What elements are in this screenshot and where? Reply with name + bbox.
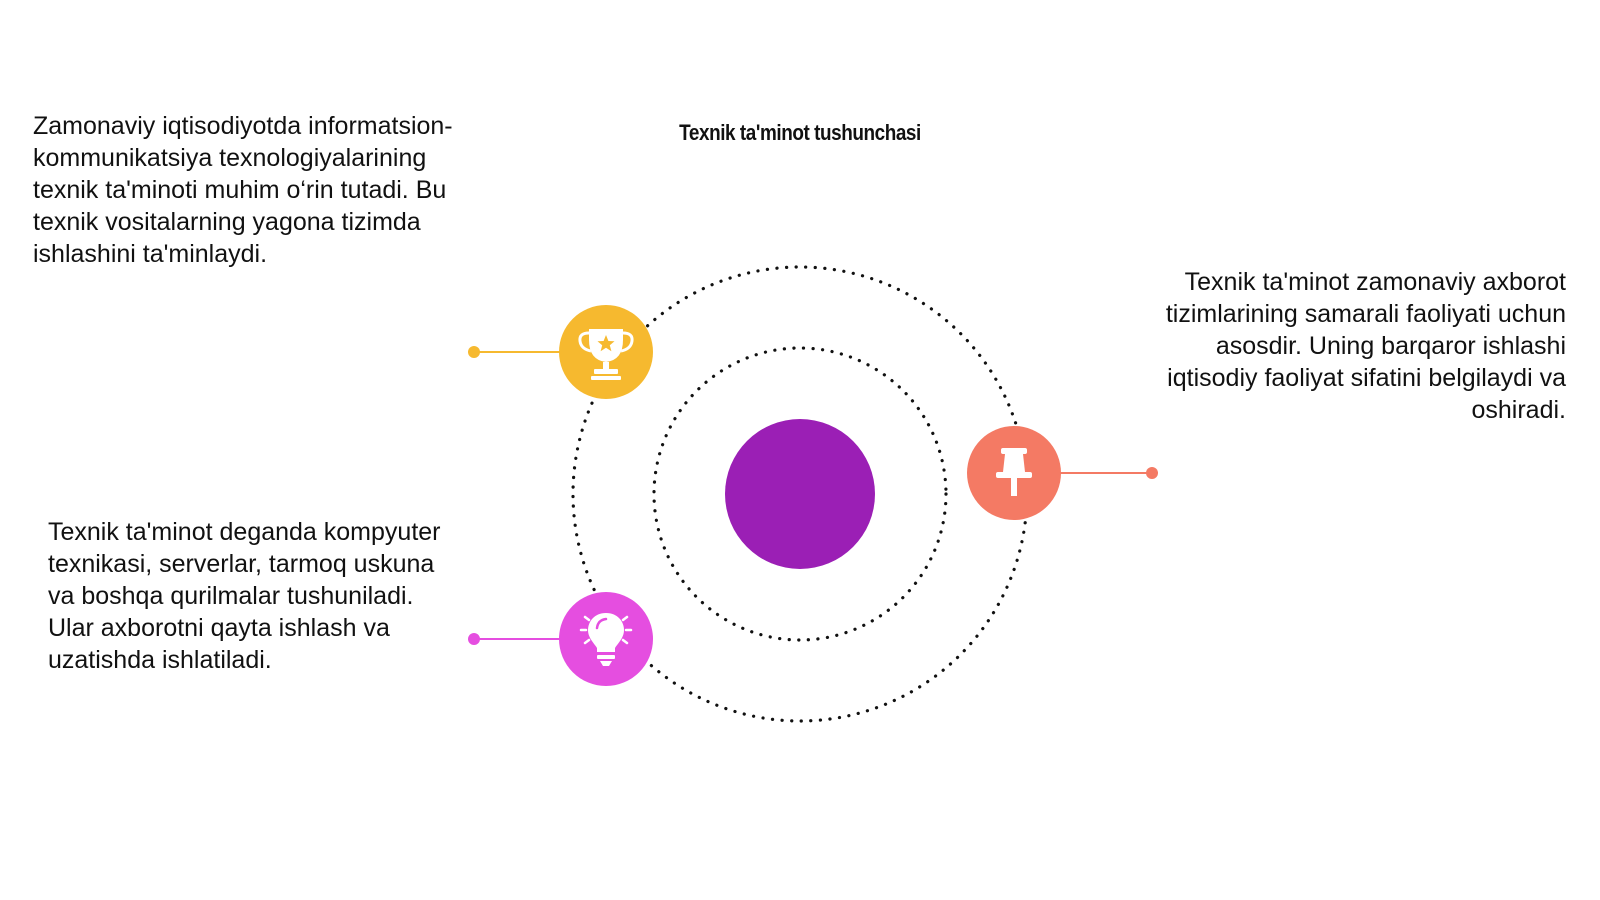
diagram-title: Texnik ta'minot tushunchasi	[679, 120, 921, 145]
item-text-pushpin: Texnik ta'minot zamonaviy axborot tiziml…	[1165, 268, 1566, 424]
trophy-icon	[559, 305, 653, 399]
pushpin-icon	[967, 426, 1061, 520]
inner-orbit-ring	[652, 346, 948, 642]
lightbulb-icon	[559, 592, 653, 686]
item-text-trophy: Zamonaviy iqtisodiyotda informatsion-kom…	[33, 112, 453, 268]
connector-pushpin	[1060, 467, 1158, 479]
connector-trophy	[468, 346, 560, 358]
center-circle	[725, 419, 875, 569]
item-text-lightbulb: Texnik ta'minot deganda kompyuter texnik…	[48, 518, 441, 674]
connector-lightbulb	[468, 633, 560, 645]
